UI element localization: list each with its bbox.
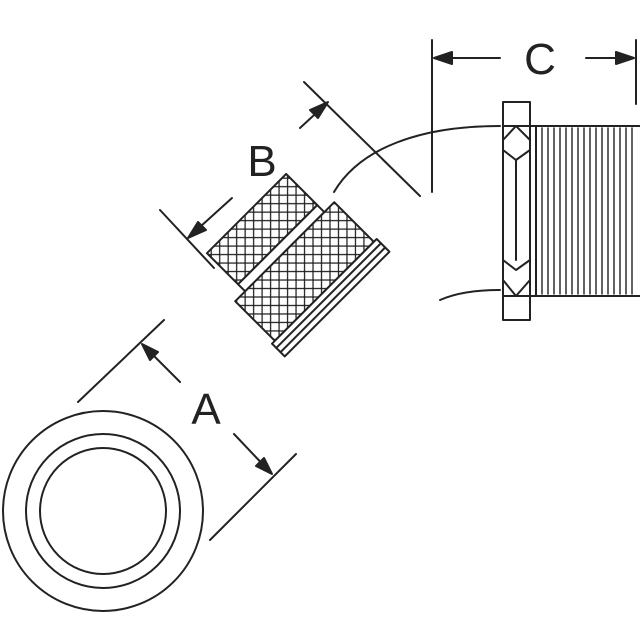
- hex-locknut: [502, 101, 531, 321]
- label-c: C: [524, 35, 556, 84]
- dimension-a: [77, 319, 297, 541]
- label-a: A: [191, 385, 221, 434]
- threaded-stub: [529, 125, 640, 297]
- dimension-b: [159, 81, 421, 269]
- label-b: B: [247, 137, 276, 186]
- knurled-gland-nut: [205, 172, 391, 358]
- end-view-ring: [2, 410, 204, 612]
- dimension-c: [431, 39, 637, 193]
- elbow-body: [333, 125, 501, 301]
